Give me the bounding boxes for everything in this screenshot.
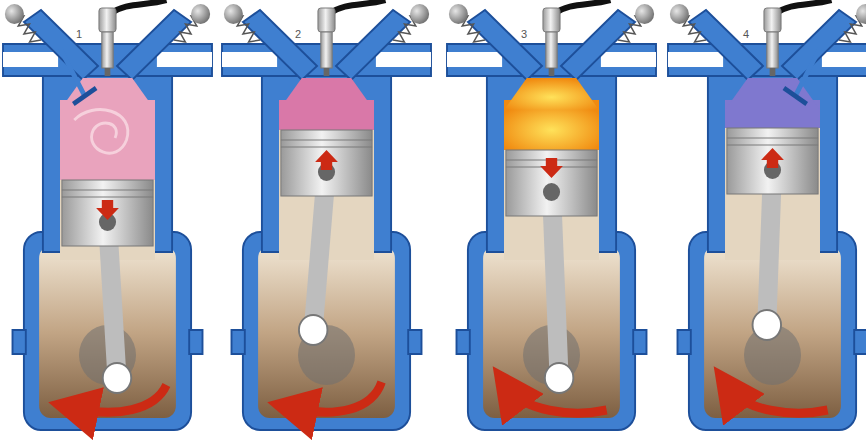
power-panel [447,0,656,430]
compression-panel [222,0,431,430]
stroke-number: 3 [521,28,527,40]
stroke-number: 4 [743,28,749,40]
intake-panel [3,0,212,430]
exhaust-panel [668,0,866,430]
stroke-number: 2 [295,28,301,40]
stroke-number: 1 [76,28,82,40]
